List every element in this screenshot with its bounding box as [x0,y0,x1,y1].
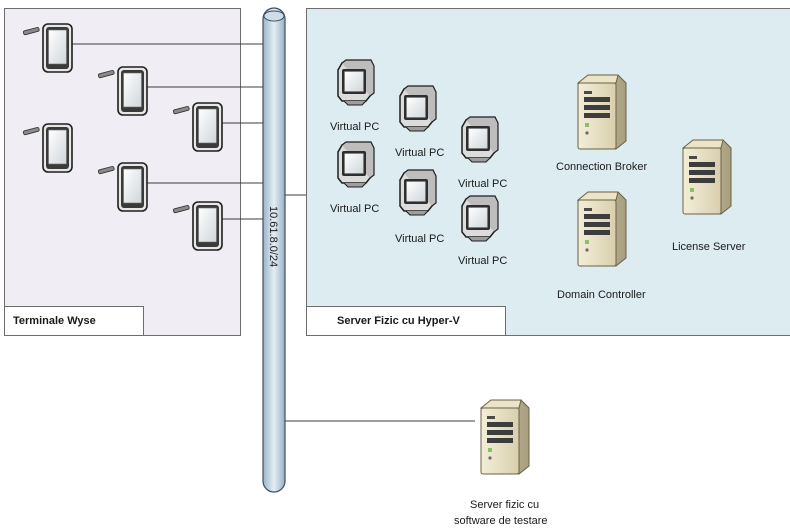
test-server-icon [480,399,530,475]
tablet-terminal-icon [22,123,73,173]
virtual-pc-label: Virtual PC [395,233,444,245]
terminal-links [72,43,475,422]
wyse-terminals [22,23,223,251]
connection-broker-server-icon [577,74,627,150]
license-server-icon [682,139,732,215]
wyse-zone-label: Terminale Wyse [4,306,144,336]
servers: Connection Broker Domain Controller Lice… [454,74,746,527]
hyperv-zone-label: Server Fizic cu Hyper-V [306,306,506,336]
virtual-pc-label: Virtual PC [458,178,507,190]
virtual-pcs: Virtual PC Virtual PC Virtual PC Virtual… [330,59,507,267]
virtual-pc-icon [337,141,375,188]
virtual-pc-icon [461,116,499,163]
connection-broker-label: Connection Broker [556,161,647,173]
virtual-pc-icon [399,169,437,216]
tablet-terminal-icon [97,162,148,212]
tablet-terminal-icon [172,102,223,152]
test-server-label-line2: software de testare [454,515,548,527]
virtual-pc-label: Virtual PC [330,121,379,133]
network-bus [262,7,286,493]
subnet-label: 10.61.8.0/24 [267,206,279,267]
tablet-terminal-icon [172,201,223,251]
virtual-pc-label: Virtual PC [330,203,379,215]
domain-controller-label: Domain Controller [557,289,646,301]
virtual-pc-label: Virtual PC [458,255,507,267]
virtual-pc-label: Virtual PC [395,147,444,159]
virtual-pc-icon [461,195,499,242]
tablet-terminal-icon [22,23,73,73]
license-server-label: License Server [672,241,746,253]
tablet-terminal-icon [97,66,148,116]
test-server-label-line1: Server fizic cu [470,499,539,511]
virtual-pc-icon [399,85,437,132]
virtual-pc-icon [337,59,375,106]
domain-controller-server-icon [577,191,627,267]
